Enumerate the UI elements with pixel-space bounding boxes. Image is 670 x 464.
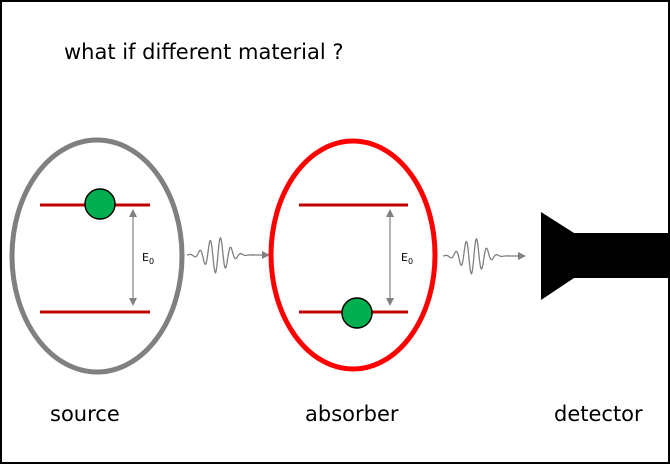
photon-wave-1 (186, 236, 270, 274)
source-energy-label: E0 (142, 251, 154, 266)
detector-shape (541, 212, 668, 300)
absorber-ring (268, 138, 438, 372)
absorber-particle (341, 297, 373, 329)
detector-label: detector (554, 402, 643, 426)
absorber-atom: E0 (268, 138, 438, 372)
source-particle (84, 188, 116, 220)
slide-title: what if different material ? (64, 40, 344, 64)
photon-wave-2 (442, 237, 526, 275)
source-atom: E0 (9, 137, 185, 375)
absorber-energy-label: E0 (401, 251, 413, 266)
absorber-label: absorber (305, 402, 399, 426)
source-label: source (50, 402, 120, 426)
source-ring (9, 137, 185, 375)
